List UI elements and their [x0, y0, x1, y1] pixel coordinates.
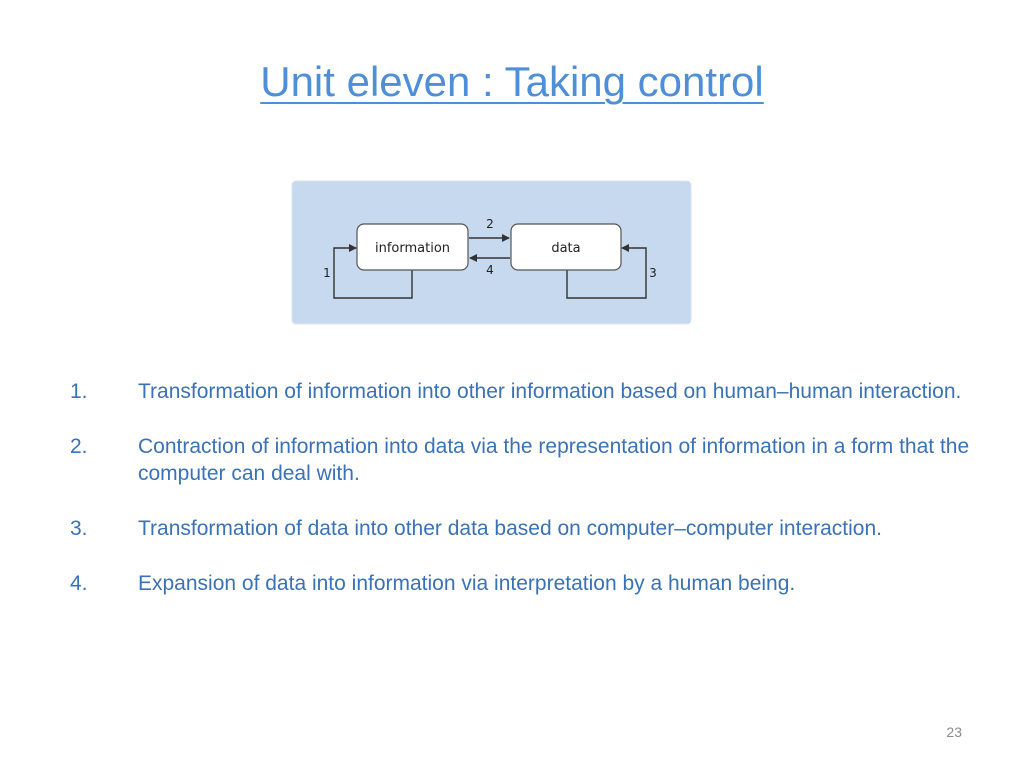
list-item-number: 3.: [70, 517, 88, 540]
arrow-label-2: 2: [486, 217, 494, 231]
information-data-diagram: information data 1 2 3 4: [291, 180, 692, 325]
list-item-text: Transformation of information into other…: [138, 380, 962, 403]
list-item-2: 2. Contraction of information into data …: [70, 433, 990, 487]
list-item-text: Expansion of data into information via i…: [138, 572, 796, 595]
page-number: 23: [946, 724, 962, 740]
information-box-label: information: [375, 241, 450, 256]
list-item-text: Transformation of data into other data b…: [138, 517, 882, 540]
list-item-number: 4.: [70, 572, 88, 595]
list-item-1: 1. Transformation of information into ot…: [70, 378, 990, 405]
loop-arrow-1: [333, 244, 413, 299]
diagram-panel: [291, 180, 692, 325]
list-item-4: 4. Expansion of data into information vi…: [70, 570, 990, 597]
list-item-number: 1.: [70, 380, 88, 403]
arrow-label-4: 4: [486, 263, 494, 277]
slide-title: Unit eleven : Taking control: [260, 58, 764, 105]
numbered-list: 1. Transformation of information into ot…: [70, 378, 990, 625]
list-item-text: Contraction of information into data via…: [138, 435, 970, 485]
list-item-3: 3. Transformation of data into other dat…: [70, 515, 990, 542]
slide-title-wrapper: Unit eleven : Taking control: [0, 58, 1024, 106]
arrow-label-3: 3: [649, 266, 657, 280]
data-box-label: data: [551, 241, 580, 256]
data-box: [510, 223, 622, 271]
loop-arrow-3: [566, 244, 647, 299]
diagram-svg: information data 1 2 3 4: [291, 180, 692, 325]
list-item-number: 2.: [70, 435, 88, 458]
information-box: [356, 223, 469, 271]
arrow-label-1: 1: [323, 266, 331, 280]
